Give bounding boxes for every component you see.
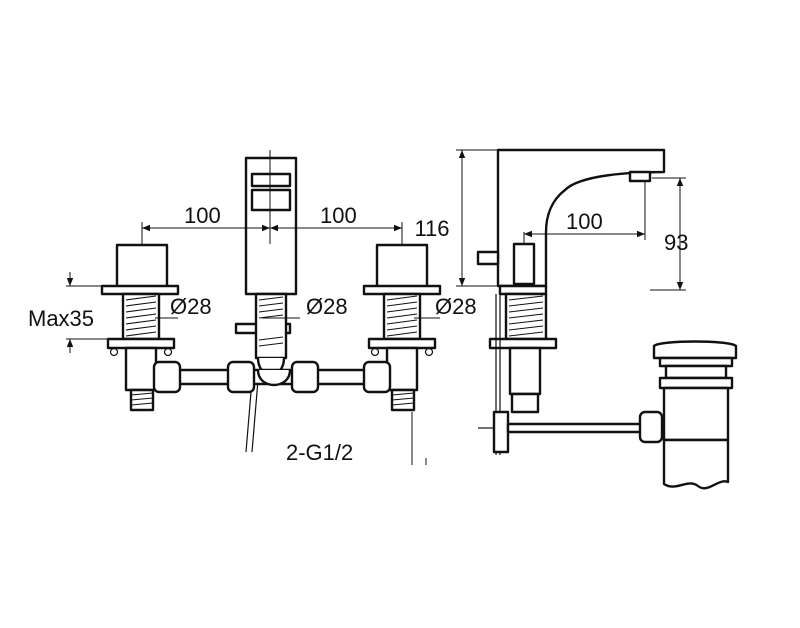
spout-height-label: 93 <box>664 230 688 255</box>
left-handle <box>100 243 180 412</box>
connection-label: 2-G1/2 <box>286 440 353 465</box>
hole-left-label: Ø28 <box>170 294 212 319</box>
pop-up-drain <box>652 340 738 490</box>
center-spout <box>234 156 298 453</box>
front-dimension-lines <box>66 150 440 465</box>
front-view: 100 100 Max35 Ø28 Ø28 Ø28 2-G1/2 <box>28 150 477 465</box>
height-label: 116 <box>414 216 449 241</box>
max-thickness-label: Max35 <box>28 306 94 331</box>
connecting-pipe <box>152 360 392 394</box>
side-view: 116 100 93 <box>414 148 738 490</box>
side-dimension-lines <box>456 149 686 291</box>
hole-center-label: Ø28 <box>306 294 348 319</box>
spout-reach-label: 100 <box>566 209 603 234</box>
right-handle <box>362 243 442 412</box>
hole-right-label: Ø28 <box>435 294 477 319</box>
left-spacing-label: 100 <box>184 203 221 228</box>
right-spacing-label: 100 <box>320 203 357 228</box>
